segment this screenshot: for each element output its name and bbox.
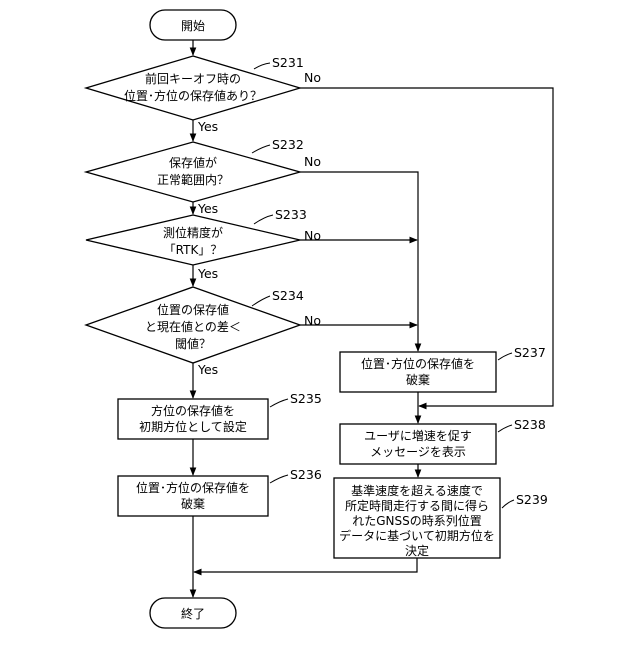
process-s239: 基準速度を超える速度で 所定時間走行する間に得ら れたGNSSの時系列位置 デー… bbox=[334, 478, 548, 558]
decision-s233-line-1: 測位精度が bbox=[163, 225, 223, 240]
decision-s231-line-2: 位置･方位の保存値あり？ bbox=[124, 88, 262, 103]
step-leader-s235 bbox=[270, 399, 288, 407]
step-leader-s233 bbox=[254, 215, 273, 224]
start-label: 開始 bbox=[181, 19, 205, 33]
step-label-s235: S235 bbox=[290, 391, 322, 406]
process-s235-line-2: 初期方位として設定 bbox=[139, 419, 247, 434]
decision-s234-line-1: 位置の保存値 bbox=[157, 302, 229, 317]
step-leader-s236 bbox=[270, 475, 288, 483]
label-yes-s234: Yes bbox=[197, 362, 218, 377]
step-leader-s237 bbox=[498, 353, 512, 360]
step-leader-s232 bbox=[252, 145, 270, 153]
process-s239-line-4: データに基づいて初期方位を bbox=[339, 528, 495, 543]
process-s238-line-2: メッセージを表示 bbox=[370, 445, 466, 459]
step-label-s236: S236 bbox=[290, 467, 322, 482]
process-s237-line-2: 破棄 bbox=[406, 372, 430, 387]
step-label-s231: S231 bbox=[272, 55, 304, 70]
decision-s231: 前回キーオフ時の 位置･方位の保存値あり？ S231 bbox=[86, 55, 304, 120]
decision-s233: 測位精度が 「RTK」？ S233 bbox=[86, 207, 307, 265]
process-s235: 方位の保存値を 初期方位として設定 S235 bbox=[118, 391, 322, 439]
end-label: 終了 bbox=[181, 606, 205, 621]
process-s236-line-1: 位置･方位の保存値を bbox=[136, 480, 250, 495]
step-label-s237: S237 bbox=[514, 345, 546, 360]
label-yes-s232: Yes bbox=[197, 201, 218, 216]
label-no-s233: No bbox=[304, 228, 321, 243]
process-s238: ユーザに増速を促す メッセージを表示 S238 bbox=[340, 417, 546, 464]
step-leader-s238 bbox=[498, 425, 512, 432]
label-yes-s231: Yes bbox=[197, 119, 218, 134]
label-yes-s233: Yes bbox=[197, 266, 218, 281]
process-s237: 位置･方位の保存値を 破棄 S237 bbox=[340, 345, 546, 392]
step-label-s238: S238 bbox=[514, 417, 546, 432]
process-s239-line-1: 基準速度を超える速度で bbox=[351, 483, 483, 498]
step-leader-s231 bbox=[254, 63, 270, 69]
process-s238-line-1: ユーザに増速を促す bbox=[364, 429, 472, 443]
decision-s231-line-1: 前回キーオフ時の bbox=[145, 71, 241, 86]
step-label-s232: S232 bbox=[272, 137, 304, 152]
decision-s234-line-3: 閾値？ bbox=[175, 336, 211, 351]
step-label-s234: S234 bbox=[272, 288, 304, 303]
start-terminal: 開始 bbox=[150, 10, 236, 40]
process-s236: 位置･方位の保存値を 破棄 S236 bbox=[118, 467, 322, 516]
process-s239-line-2: 所定時間走行する間に得ら bbox=[345, 498, 489, 513]
step-label-s233: S233 bbox=[275, 207, 307, 222]
decision-s232-line-2: 正常範囲内？ bbox=[157, 172, 229, 187]
step-leader-s239 bbox=[502, 500, 514, 508]
label-no-s234: No bbox=[304, 313, 321, 328]
decision-s234: 位置の保存値 と現在値との差＜ 閾値？ S234 bbox=[86, 287, 304, 363]
step-label-s239: S239 bbox=[516, 492, 548, 507]
process-s235-line-1: 方位の保存値を bbox=[151, 403, 235, 418]
process-s237-line-1: 位置･方位の保存値を bbox=[361, 356, 475, 371]
process-s236-line-2: 破棄 bbox=[181, 496, 205, 511]
step-leader-s234 bbox=[252, 296, 270, 306]
connector-s239-to-end bbox=[194, 558, 417, 572]
process-s239-line-5: 決定 bbox=[405, 543, 429, 558]
decision-s234-line-2: と現在値との差＜ bbox=[145, 319, 241, 334]
label-no-s232: No bbox=[304, 154, 321, 169]
decision-s232-line-1: 保存値が bbox=[169, 155, 217, 170]
label-no-s231: No bbox=[304, 70, 321, 85]
process-s239-line-3: れたGNSSの時系列位置 bbox=[352, 513, 482, 528]
end-terminal: 終了 bbox=[150, 598, 236, 628]
decision-s233-line-2: 「RTK」？ bbox=[164, 243, 223, 257]
decision-s232: 保存値が 正常範囲内？ S232 bbox=[86, 137, 304, 202]
